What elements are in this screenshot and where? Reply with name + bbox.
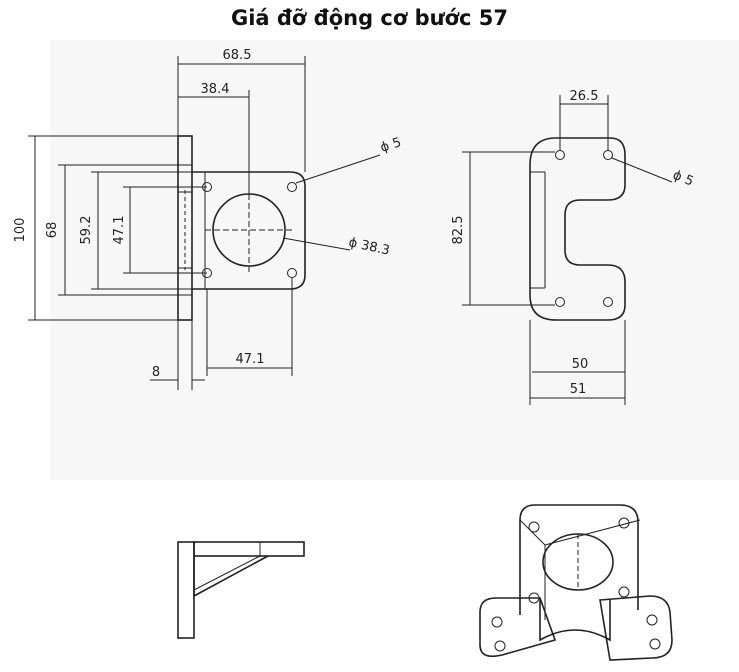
dim-68-5: 68.5 [223, 48, 252, 63]
dim-68: 68 [45, 222, 60, 239]
dim-100: 100 [13, 218, 28, 243]
front-view: 68.5 38.4 100 68 59.2 47.1 ϕ 5 ϕ 38.3 [13, 48, 403, 390]
dim-hole-dia-front: ϕ 5 [379, 135, 404, 156]
isometric-view [479, 504, 673, 661]
dim-59-2: 59.2 [79, 216, 94, 245]
dim-26-5: 26.5 [570, 89, 599, 104]
dim-47-1-vertical: 47.1 [112, 216, 127, 245]
dim-38-4: 38.4 [201, 82, 230, 97]
side-bracket-outline [529, 137, 626, 321]
side-view: 26.5 82.5 ϕ 5 50 51 [451, 89, 696, 405]
profile-view [177, 541, 305, 639]
drawing-panel [50, 40, 739, 480]
dim-82-5: 82.5 [451, 216, 466, 245]
dim-47-1-horizontal: 47.1 [236, 352, 265, 367]
flange-plate [177, 135, 193, 321]
motor-plate [192, 171, 306, 290]
side-holes [555, 150, 613, 307]
dim-hole-dia-side: ϕ 5 [671, 168, 696, 190]
dim-51: 51 [570, 382, 587, 397]
diagram-title: Giá đỡ động cơ bước 57 [230, 6, 509, 30]
dim-8: 8 [152, 365, 160, 380]
dim-50: 50 [572, 357, 589, 372]
